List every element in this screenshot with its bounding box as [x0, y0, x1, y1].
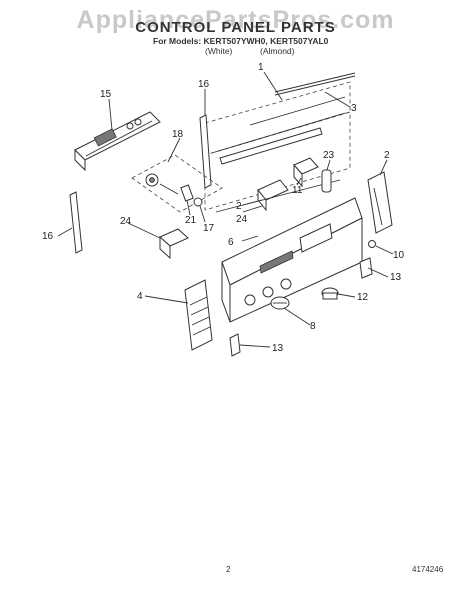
part-console-panel [221, 197, 363, 323]
document-number: 4174246 [412, 565, 444, 574]
page-number: 2 [226, 565, 231, 574]
callout-21: 21 [185, 215, 197, 226]
color-almond-label: (Almond) [260, 46, 295, 56]
callout-11: 11 [292, 185, 303, 196]
part-trim-strip-left [69, 191, 83, 254]
part-relay [159, 228, 189, 260]
part-end-cap-right [367, 171, 393, 234]
callout-12: 12 [357, 292, 369, 303]
part-switch-group [131, 154, 223, 213]
watermark: AppliancePartsPros.com [76, 6, 395, 34]
color-white-label: (White) [205, 46, 233, 56]
callout-13-lower: 13 [272, 343, 284, 354]
callout-15: 15 [100, 89, 112, 100]
callout-1: 1 [258, 62, 264, 73]
part-rod [274, 72, 356, 96]
part-back-panel [204, 81, 351, 211]
part-grommet [321, 287, 339, 300]
callout-13-right: 13 [390, 272, 402, 283]
part-bracket-right [359, 257, 373, 279]
diagram-title: CONTROL PANEL PARTS [135, 19, 336, 36]
callout-10: 10 [393, 250, 405, 261]
callout-2: 2 [236, 201, 242, 212]
callout-8: 8 [310, 321, 316, 332]
part-terminal-block [293, 157, 319, 188]
model-numbers: For Models: KERT507YWH0, KERT507YAL0 [153, 36, 329, 46]
part-end-cap-left [184, 279, 213, 351]
leader-lines [57, 71, 394, 348]
callout-23: 24 [236, 214, 248, 225]
part-switch-assembly [215, 179, 341, 213]
callout-18: 18 [172, 129, 184, 140]
callout-17: 17 [203, 223, 215, 234]
part-nut [368, 240, 376, 248]
callout-5: 4 [137, 291, 143, 302]
callout-22: 23 [323, 150, 335, 161]
callout-24: 24 [120, 216, 132, 227]
callout-6: 6 [228, 237, 234, 248]
callout-16-lower: 16 [42, 231, 54, 242]
callout-3: 3 [351, 103, 357, 114]
part-bracket-left [229, 333, 241, 357]
part-capacitor [321, 169, 332, 193]
part-control-board [74, 111, 161, 172]
callout-16-upper: 16 [198, 79, 210, 90]
callout-4: 2 [384, 150, 390, 161]
part-knob [270, 296, 290, 310]
part-trim-strip-upper [199, 114, 212, 189]
